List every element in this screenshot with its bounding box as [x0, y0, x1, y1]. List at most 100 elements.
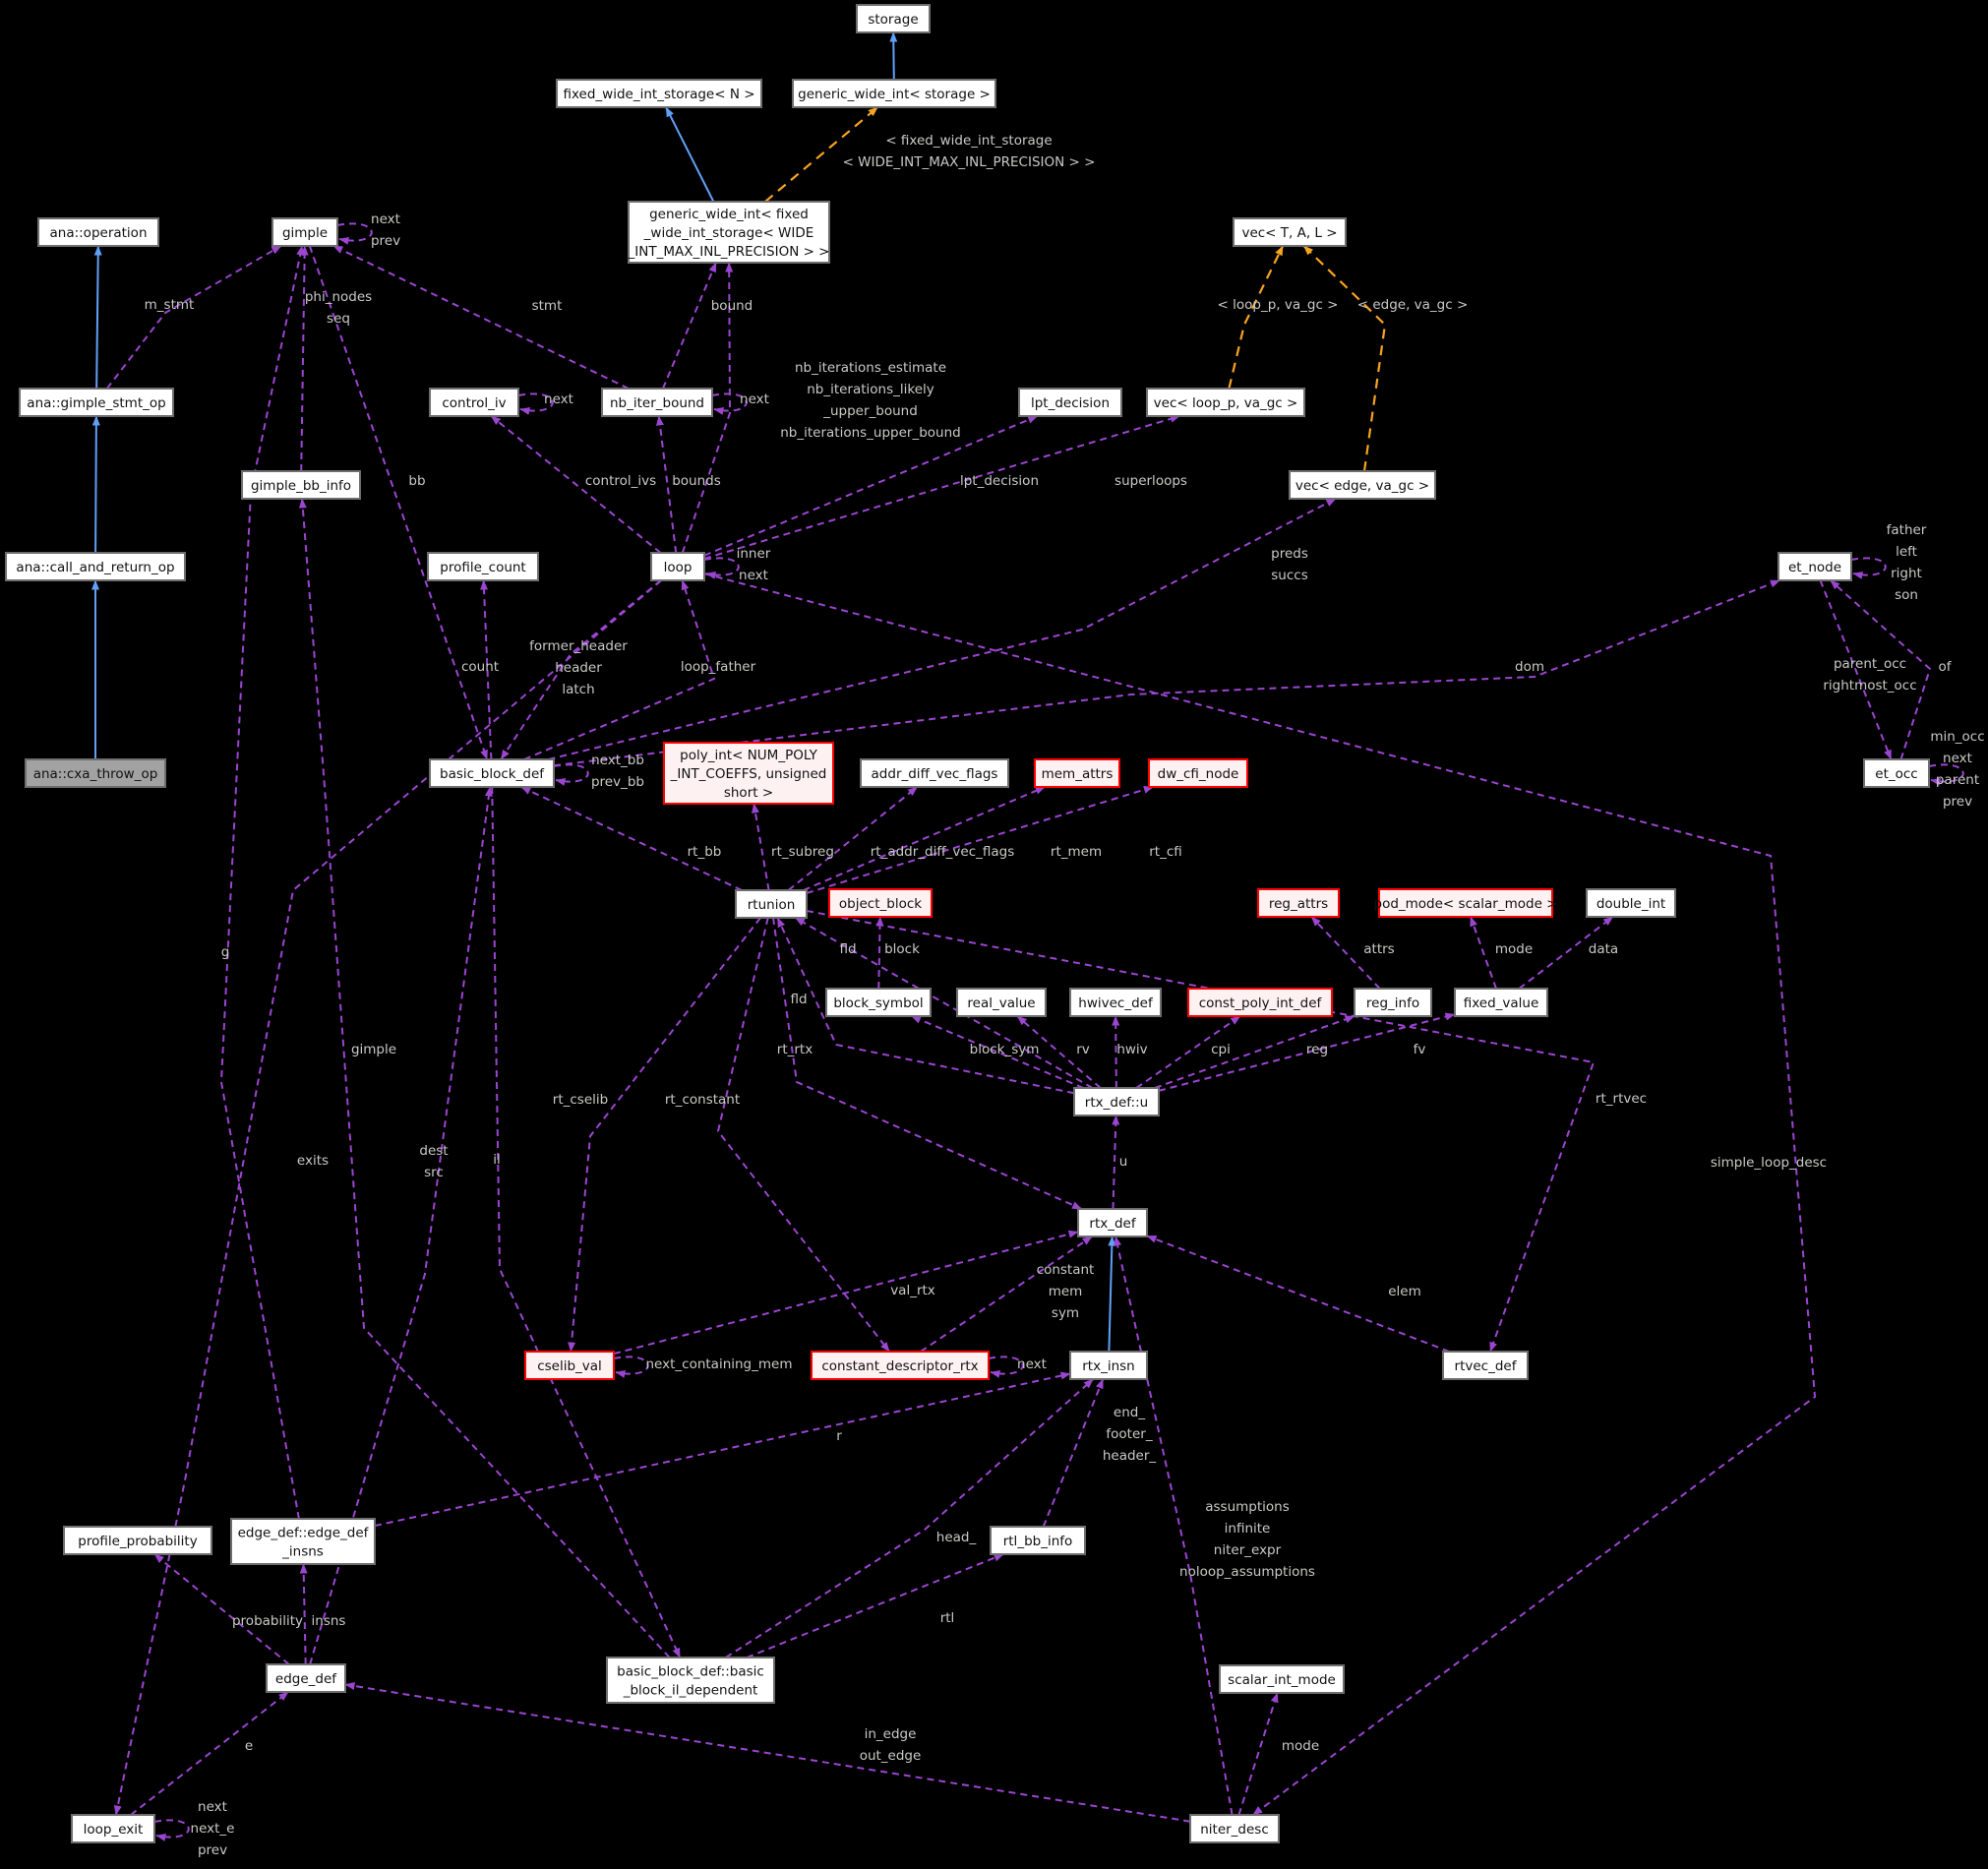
- node-rtvec_def[interactable]: rtvec_def: [1442, 1351, 1529, 1380]
- node-box-dw_cfi_node[interactable]: [1148, 758, 1248, 788]
- node-rtl_bb_info[interactable]: rtl_bb_info: [990, 1526, 1086, 1555]
- node-box-bb_il_dependent[interactable]: [606, 1657, 775, 1704]
- node-box-const_poly_int_def[interactable]: [1187, 988, 1333, 1017]
- node-generic_wide_int_storage[interactable]: generic_wide_int< storage >: [792, 79, 996, 108]
- node-fixed_wide_int_storage_N[interactable]: fixed_wide_int_storage< N >: [556, 79, 762, 108]
- node-constant_descriptor_rtx[interactable]: constant_descriptor_rtx: [811, 1351, 990, 1380]
- node-box-storage[interactable]: [856, 4, 931, 33]
- node-box-gimple_bb_info[interactable]: [241, 470, 361, 500]
- node-ana_gimple_stmt_op[interactable]: ana::gimple_stmt_op: [19, 388, 174, 417]
- node-cselib_val[interactable]: cselib_val: [524, 1351, 615, 1380]
- node-rtx_def_u[interactable]: rtx_def::u: [1073, 1087, 1160, 1116]
- node-storage[interactable]: storage: [856, 4, 931, 33]
- node-box-cselib_val[interactable]: [524, 1351, 615, 1380]
- node-mem_attrs[interactable]: mem_attrs: [1034, 758, 1120, 788]
- node-box-profile_count[interactable]: [427, 552, 539, 581]
- node-box-nb_iter_bound[interactable]: [601, 388, 713, 417]
- node-box-edge_def[interactable]: [266, 1663, 346, 1693]
- node-const_poly_int_def[interactable]: const_poly_int_def: [1187, 988, 1333, 1017]
- node-box-profile_probability[interactable]: [63, 1526, 212, 1555]
- node-nb_iter_bound[interactable]: nb_iter_bound: [601, 388, 713, 417]
- node-et_node[interactable]: et_node: [1777, 552, 1852, 581]
- node-edge_def_insns[interactable]: edge_def::edge_def_insns: [230, 1518, 376, 1565]
- node-box-loop[interactable]: [650, 552, 705, 581]
- node-box-constant_descriptor_rtx[interactable]: [811, 1351, 990, 1380]
- node-box-generic_wide_int_storage[interactable]: [792, 79, 996, 108]
- node-box-rtunion[interactable]: [735, 889, 808, 919]
- node-box-double_int[interactable]: [1586, 888, 1676, 918]
- node-double_int[interactable]: double_int: [1586, 888, 1676, 918]
- node-block_symbol[interactable]: block_symbol: [825, 988, 932, 1017]
- node-vec_loop_p_va_gc[interactable]: vec< loop_p, va_gc >: [1146, 388, 1305, 417]
- node-rtx_def[interactable]: rtx_def: [1077, 1208, 1148, 1237]
- node-box-mem_attrs[interactable]: [1034, 758, 1120, 788]
- node-lpt_decision[interactable]: lpt_decision: [1018, 388, 1122, 417]
- node-reg_info[interactable]: reg_info: [1354, 988, 1432, 1017]
- node-profile_count[interactable]: profile_count: [427, 552, 539, 581]
- node-control_iv[interactable]: control_iv: [429, 388, 519, 417]
- node-box-rtx_def[interactable]: [1077, 1208, 1148, 1237]
- node-niter_desc[interactable]: niter_desc: [1189, 1814, 1280, 1843]
- node-dw_cfi_node[interactable]: dw_cfi_node: [1148, 758, 1248, 788]
- node-profile_probability[interactable]: profile_probability: [63, 1526, 212, 1555]
- node-box-hwivec_def[interactable]: [1069, 988, 1162, 1017]
- node-generic_wide_int_fixed[interactable]: generic_wide_int< fixed_wide_int_storage…: [628, 201, 830, 264]
- node-box-et_node[interactable]: [1777, 552, 1852, 581]
- node-box-scalar_int_mode[interactable]: [1219, 1664, 1345, 1694]
- node-box-basic_block_def[interactable]: [429, 758, 555, 788]
- node-real_value[interactable]: real_value: [956, 988, 1047, 1017]
- node-ana_operation[interactable]: ana::operation: [37, 217, 159, 247]
- node-box-fixed_value[interactable]: [1454, 988, 1548, 1017]
- node-box-ana_gimple_stmt_op[interactable]: [19, 388, 174, 417]
- node-box-edge_def_insns[interactable]: [230, 1518, 376, 1565]
- node-rtx_insn[interactable]: rtx_insn: [1069, 1351, 1148, 1380]
- node-box-et_occ[interactable]: [1863, 758, 1930, 788]
- node-box-rtx_def_u[interactable]: [1073, 1087, 1160, 1116]
- node-addr_diff_vec_flags[interactable]: addr_diff_vec_flags: [860, 758, 1009, 788]
- node-box-vec_T_A_L[interactable]: [1233, 217, 1347, 247]
- node-ana_call_and_return_op[interactable]: ana::call_and_return_op: [5, 552, 186, 581]
- node-vec_T_A_L[interactable]: vec< T, A, L >: [1233, 217, 1347, 247]
- node-loop_exit[interactable]: loop_exit: [71, 1814, 155, 1843]
- node-box-fixed_wide_int_storage_N[interactable]: [556, 79, 762, 108]
- node-rtunion[interactable]: rtunion: [735, 889, 808, 919]
- node-box-generic_wide_int_fixed[interactable]: [628, 201, 830, 264]
- node-box-addr_diff_vec_flags[interactable]: [860, 758, 1009, 788]
- node-box-block_symbol[interactable]: [825, 988, 932, 1017]
- node-vec_edge_va_gc[interactable]: vec< edge, va_gc >: [1289, 470, 1436, 500]
- node-scalar_int_mode[interactable]: scalar_int_mode: [1219, 1664, 1345, 1694]
- node-box-vec_loop_p_va_gc[interactable]: [1146, 388, 1305, 417]
- node-pod_mode_scalar_mode[interactable]: pod_mode< scalar_mode >: [1374, 888, 1558, 918]
- node-box-rtx_insn[interactable]: [1069, 1351, 1148, 1380]
- node-box-rtl_bb_info[interactable]: [990, 1526, 1086, 1555]
- node-box-vec_edge_va_gc[interactable]: [1289, 470, 1436, 500]
- node-reg_attrs[interactable]: reg_attrs: [1257, 888, 1340, 918]
- node-box-ana_cxa_throw_op[interactable]: [25, 758, 166, 788]
- node-gimple_bb_info[interactable]: gimple_bb_info: [241, 470, 361, 500]
- node-loop[interactable]: loop: [650, 552, 705, 581]
- node-bb_il_dependent[interactable]: basic_block_def::basic_block_il_dependen…: [606, 1657, 775, 1704]
- node-edge_def[interactable]: edge_def: [266, 1663, 346, 1693]
- node-fixed_value[interactable]: fixed_value: [1454, 988, 1548, 1017]
- node-box-loop_exit[interactable]: [71, 1814, 155, 1843]
- node-hwivec_def[interactable]: hwivec_def: [1069, 988, 1162, 1017]
- node-box-ana_call_and_return_op[interactable]: [5, 552, 186, 581]
- node-box-poly_int[interactable]: [663, 742, 834, 805]
- node-gimple[interactable]: gimple: [271, 217, 338, 247]
- node-box-rtvec_def[interactable]: [1442, 1351, 1529, 1380]
- node-box-reg_attrs[interactable]: [1257, 888, 1340, 918]
- node-box-real_value[interactable]: [956, 988, 1047, 1017]
- node-et_occ[interactable]: et_occ: [1863, 758, 1930, 788]
- node-box-ana_operation[interactable]: [37, 217, 159, 247]
- node-box-niter_desc[interactable]: [1189, 1814, 1280, 1843]
- node-box-pod_mode_scalar_mode[interactable]: [1378, 888, 1553, 918]
- node-box-lpt_decision[interactable]: [1018, 388, 1122, 417]
- node-ana_cxa_throw_op[interactable]: ana::cxa_throw_op: [25, 758, 166, 788]
- node-box-gimple[interactable]: [271, 217, 338, 247]
- node-box-object_block[interactable]: [828, 888, 933, 918]
- node-basic_block_def[interactable]: basic_block_def: [429, 758, 555, 788]
- node-object_block[interactable]: object_block: [828, 888, 933, 918]
- node-box-control_iv[interactable]: [429, 388, 519, 417]
- node-box-reg_info[interactable]: [1354, 988, 1432, 1017]
